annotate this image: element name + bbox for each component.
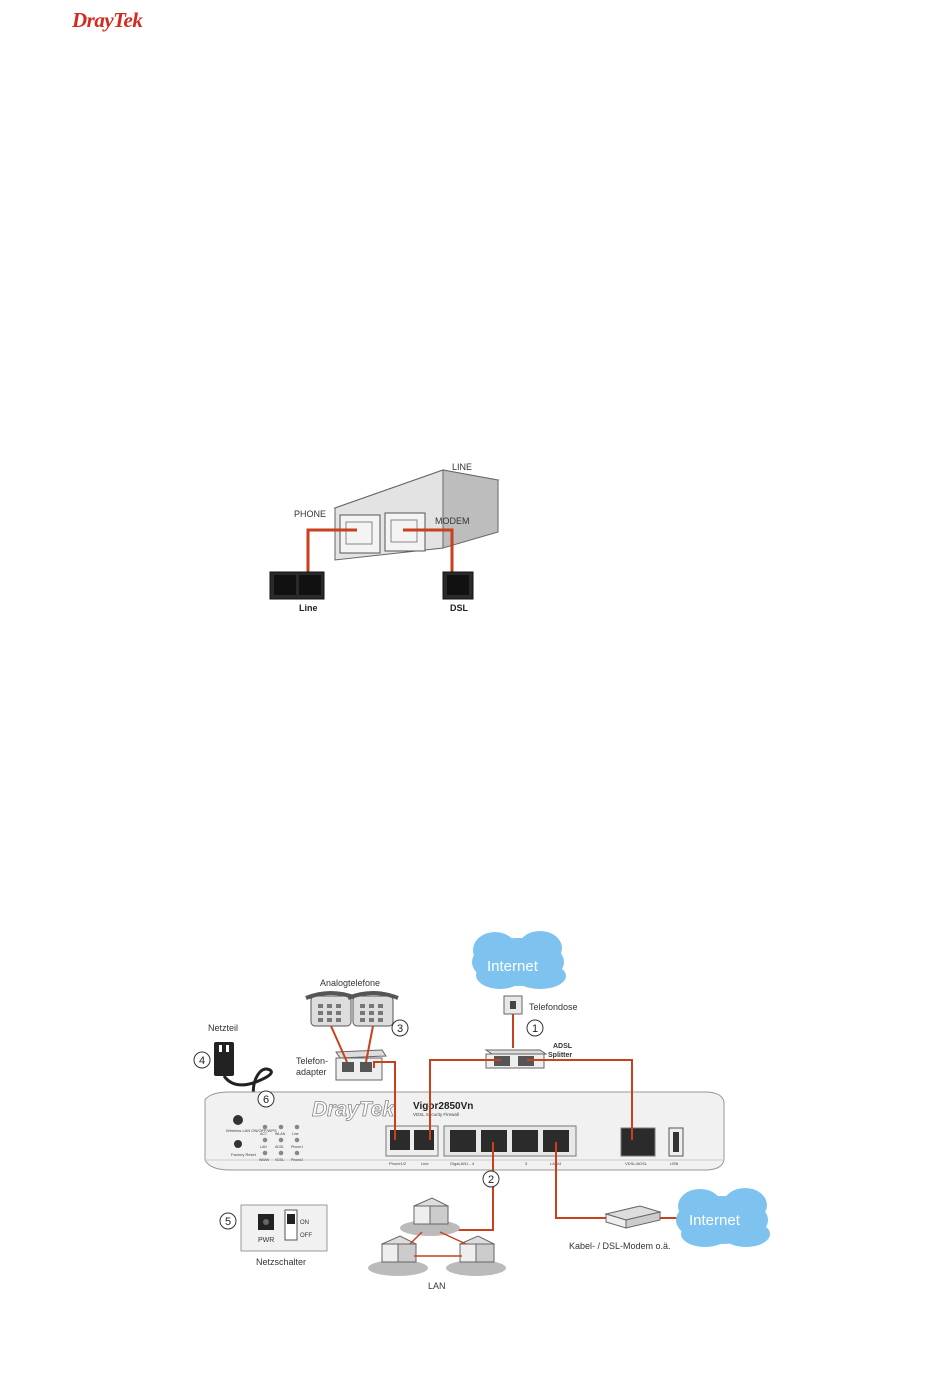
router-model: Vigor2850Vn bbox=[413, 1101, 473, 1112]
svg-text:4: 4 bbox=[199, 1055, 205, 1067]
cable-dsl-modem bbox=[604, 1205, 662, 1229]
telefondose-label: Telefondose bbox=[529, 1002, 578, 1012]
svg-text:5: 5 bbox=[225, 1216, 231, 1228]
power-switch-panel bbox=[240, 1204, 328, 1252]
led-www: WWW bbox=[259, 1158, 270, 1162]
on-label: ON bbox=[300, 1220, 309, 1226]
splitter-phone-jack bbox=[339, 514, 381, 554]
svg-text:3: 3 bbox=[397, 1023, 403, 1035]
power-cable bbox=[222, 1067, 273, 1097]
internet-top-label: Internet bbox=[487, 958, 539, 975]
adsl-label: ADSL bbox=[553, 1043, 573, 1050]
telefon-adapter bbox=[335, 1049, 387, 1081]
led-line: Line bbox=[292, 1132, 299, 1136]
factory-reset-button bbox=[234, 1140, 242, 1148]
lan-computer-3 bbox=[446, 1235, 506, 1276]
led-phone1: Phone1 bbox=[291, 1145, 303, 1149]
callout-3 bbox=[391, 1019, 409, 1037]
callout-5 bbox=[219, 1212, 237, 1230]
wireless-label: Wireless LAN ON/OFF/WPS bbox=[226, 1128, 277, 1133]
splitter-label: Splitter bbox=[548, 1052, 572, 1059]
svg-text:6: 6 bbox=[263, 1094, 269, 1106]
internet-cloud-right bbox=[676, 1188, 770, 1247]
led-act: ACT bbox=[260, 1132, 268, 1136]
label-dsl-jack: DSL bbox=[450, 603, 469, 613]
svg-text:1: 1 bbox=[532, 1023, 538, 1035]
vdsl-port bbox=[620, 1127, 656, 1157]
led-adsl: ADSL bbox=[275, 1145, 284, 1149]
led-wlan: WLAN bbox=[275, 1132, 286, 1136]
callout-1 bbox=[526, 1019, 544, 1037]
port-phone-label: Phone1/2 bbox=[389, 1161, 407, 1166]
callout-4 bbox=[193, 1051, 211, 1069]
lan-computer-1 bbox=[400, 1197, 460, 1236]
port-3-label: 3 bbox=[525, 1161, 528, 1166]
callout-2 bbox=[482, 1170, 500, 1188]
netzschalter-label: Netzschalter bbox=[256, 1257, 306, 1267]
callout-6 bbox=[257, 1090, 275, 1108]
label-phone: PHONE bbox=[294, 509, 326, 519]
lan-computer-2 bbox=[368, 1235, 428, 1276]
led-lan: LAN bbox=[260, 1145, 267, 1149]
svg-text:2: 2 bbox=[488, 1174, 494, 1186]
wireless-button bbox=[233, 1115, 243, 1125]
power-adapter bbox=[214, 1042, 234, 1076]
pwr-label: PWR bbox=[258, 1237, 274, 1244]
label-line: LINE bbox=[452, 462, 472, 472]
router-subtitle: VDSL Security Firewall bbox=[413, 1112, 459, 1117]
modem-label: Kabel- / DSL-Modem o.ä. bbox=[569, 1241, 671, 1251]
led-vdsl: VDSL bbox=[275, 1158, 284, 1162]
draytek-logo: DrayTek bbox=[72, 8, 143, 32]
netzteil-label: Netzteil bbox=[208, 1023, 238, 1033]
analog-phone-2 bbox=[347, 991, 399, 1027]
phone-cable bbox=[306, 528, 357, 572]
port-line-label: Line bbox=[421, 1161, 429, 1166]
router-brand: DrayTek bbox=[312, 1098, 395, 1121]
adsl-splitter bbox=[484, 1049, 548, 1069]
analogtelefone-label: Analogtelefone bbox=[320, 978, 380, 988]
telefonadapter-label-2: adapter bbox=[296, 1067, 327, 1077]
internet-right-label: Internet bbox=[689, 1212, 741, 1229]
lan-label: LAN bbox=[428, 1281, 446, 1291]
label-line-jack: Line bbox=[299, 603, 318, 613]
factory-reset-label: Factory Reset bbox=[231, 1152, 257, 1157]
internet-cloud-top bbox=[472, 931, 566, 989]
label-modem: MODEM bbox=[435, 516, 470, 526]
port-gigalan-label: GigaLAN1 - 4 bbox=[450, 1161, 475, 1166]
port-vdsl-label: VDSL/ADSL bbox=[625, 1161, 648, 1166]
port-usb-label: USB bbox=[670, 1161, 679, 1166]
modem-cable bbox=[403, 528, 454, 572]
led-phone2: Phone2 bbox=[291, 1158, 303, 1162]
telefonadapter-label-1: Telefon- bbox=[296, 1056, 328, 1066]
splitter-modem-jack bbox=[384, 512, 426, 552]
off-label: OFF bbox=[300, 1233, 312, 1239]
